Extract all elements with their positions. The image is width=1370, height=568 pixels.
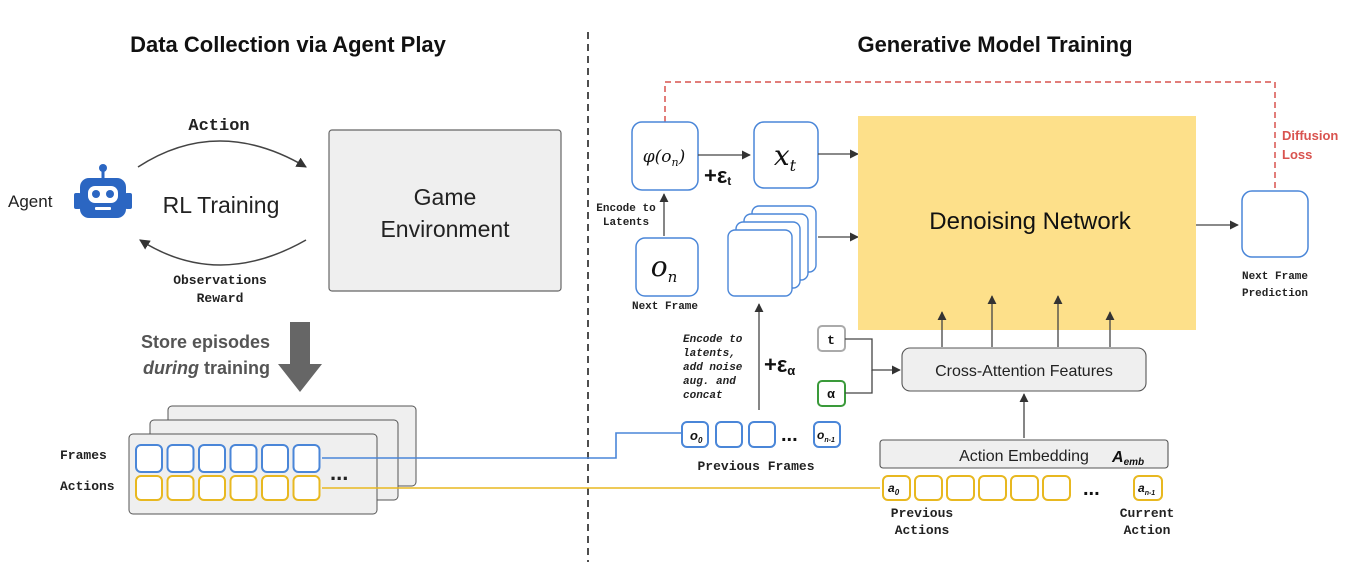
encode-noise-line: aug. and: [683, 376, 736, 388]
cross-attention-label: Cross-Attention Features: [935, 363, 1113, 380]
game-env-line1: Game: [414, 184, 477, 210]
t-to-cross-arrow: [845, 338, 901, 375]
game-environment-box: [328, 129, 562, 292]
episode-frame-cell: [229, 444, 258, 473]
prev-frame-o0: [681, 421, 709, 448]
prev-actions-line2: Actions: [895, 523, 950, 538]
alpha-box-label: α: [827, 387, 835, 402]
next-frame-label: Next Frame: [632, 301, 698, 313]
diffusion-line1: Diffusion: [1282, 128, 1338, 143]
o0-label: o0: [690, 428, 703, 445]
encode-noise-line: concat: [683, 390, 723, 402]
encode-latents-line1: Encode to: [596, 203, 656, 215]
t-box-label: t: [827, 333, 835, 348]
current-action-line2: Action: [1124, 523, 1171, 538]
encode-latents-line2: Latents: [603, 217, 649, 229]
current-action-line1: Current: [1120, 506, 1175, 521]
prev-actions-line1: Previous: [891, 506, 954, 521]
previous-action-cell: [1042, 475, 1071, 501]
an1-label: an-1: [1138, 481, 1155, 497]
episode-action-cell: [261, 475, 289, 501]
previous-action-cell: [1010, 475, 1039, 501]
on-label: on: [651, 250, 678, 286]
stack-frame-1: [727, 229, 793, 297]
prev-frame-on1: [813, 421, 841, 448]
previous-action-cell: [946, 475, 975, 501]
observation-arrow: [139, 239, 307, 266]
episode-frame-cell: [292, 444, 321, 473]
next-frame-pred-line2: Prediction: [1242, 288, 1308, 300]
agent-label: Agent: [8, 192, 53, 211]
action-label: Action: [188, 117, 249, 136]
episode-frame-cell: [166, 444, 195, 473]
reward-label: Reward: [197, 291, 244, 306]
diffusion-line2: Loss: [1282, 147, 1312, 162]
store-arrow: [278, 322, 322, 392]
left-title: Data Collection via Agent Play: [130, 32, 447, 57]
on1-label: on-1: [817, 428, 835, 444]
episode-action-cell: [198, 475, 226, 501]
episode-frame-cell: [135, 444, 163, 473]
denoising-network-fill: [858, 116, 1196, 330]
action-embedding-label: Action Embedding: [959, 448, 1089, 465]
xt-label: xt: [774, 139, 797, 175]
xt-box: [753, 121, 819, 189]
prev-frame-1: [715, 421, 743, 448]
episode-action-cell: [229, 475, 258, 501]
action-embedding-box: [879, 439, 1169, 469]
previous-action-cell: [978, 475, 1007, 501]
diffusion-loss-path: [664, 81, 1276, 191]
encode-noise-line: Encode to: [683, 334, 743, 346]
encode-noise-line: latents,: [683, 348, 736, 360]
previous-frames-label: Previous Frames: [697, 459, 814, 474]
output-frame-box: [1241, 190, 1309, 258]
observations-label: Observations: [173, 273, 267, 288]
alpha-to-cross-line: [845, 370, 873, 394]
store-line2: during training: [143, 358, 270, 378]
prev-actions-ellipsis: ...: [1083, 478, 1100, 500]
episode-action-cell: [135, 475, 163, 501]
episode-action-cell: [166, 475, 195, 501]
action-arrow: [137, 140, 307, 168]
episode-action-cell: [292, 475, 321, 501]
a-emb-label: Aemb: [1111, 449, 1144, 468]
previous-action-cell: [914, 475, 943, 501]
game-env-line2: Environment: [380, 216, 510, 242]
store-line1: Store episodes: [141, 332, 270, 352]
frame-cells: [135, 444, 321, 473]
next-frame-box: [635, 237, 699, 297]
prev-frames-ellipsis: ...: [781, 424, 798, 446]
noise-alpha-label: +εα: [764, 352, 795, 378]
a0-label: a0: [888, 481, 900, 497]
current-action-cell: [1133, 475, 1163, 501]
previous-action-cells: [882, 475, 1071, 501]
previous-action-cell: [882, 475, 911, 501]
episode-frame-cell: [261, 444, 289, 473]
cross-attention-box: [901, 347, 1147, 392]
frames-connector: [322, 432, 682, 459]
episode-frame-cell: [198, 444, 226, 473]
encode-noise-text: Encode to latents, add noise aug. and concat: [683, 334, 743, 402]
phi-box: [631, 121, 699, 191]
phi-label: φ(on): [643, 147, 686, 169]
denoising-label: Denoising Network: [929, 208, 1131, 235]
noise-t-label: +εt: [704, 163, 731, 188]
episode-ellipsis: ...: [330, 460, 348, 485]
action-cells: [135, 475, 321, 501]
prev-frame-2: [748, 421, 776, 448]
encode-noise-line: add noise: [683, 362, 743, 374]
robot-icon: [74, 164, 132, 218]
frames-label: Frames: [60, 448, 107, 463]
right-title: Generative Model Training: [857, 32, 1132, 57]
rl-training-label: RL Training: [163, 192, 280, 218]
actions-label: Actions: [60, 479, 115, 494]
next-frame-pred-line1: Next Frame: [1242, 271, 1308, 283]
